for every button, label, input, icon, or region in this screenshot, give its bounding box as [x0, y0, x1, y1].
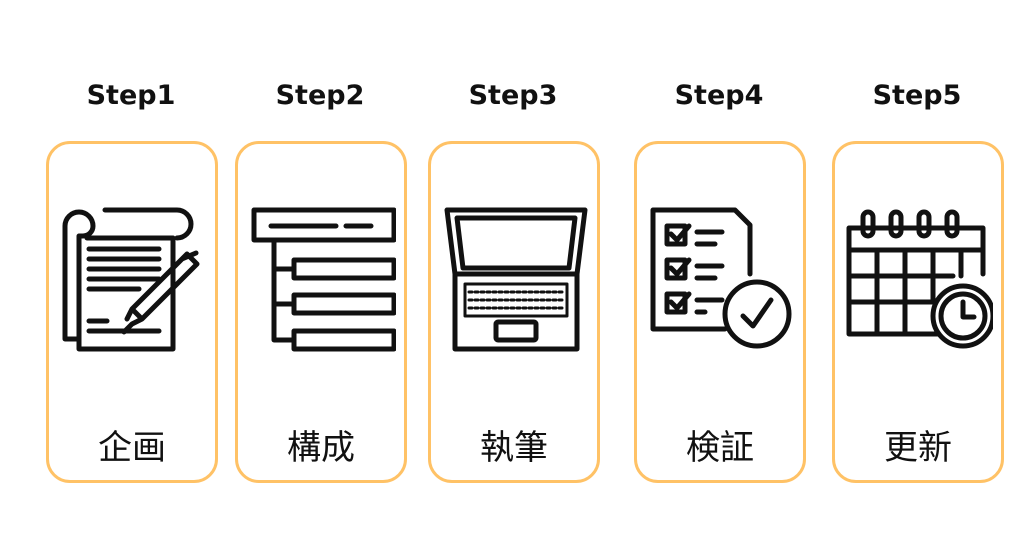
step-1-label: 企画	[98, 428, 166, 468]
checklist-check-icon	[650, 207, 792, 349]
step-3-label: 執筆	[480, 428, 548, 468]
step-4-card: 検証	[634, 141, 806, 483]
step-5-title: Step5	[872, 80, 962, 111]
step-2-label: 構成	[287, 428, 355, 468]
step-1-card: 企画	[46, 141, 218, 483]
laptop-icon	[444, 207, 588, 352]
step-5-label: 更新	[884, 428, 952, 468]
step-4-label: 検証	[686, 428, 754, 468]
outline-tree-icon	[251, 207, 396, 352]
step-5-card: 更新	[832, 141, 1004, 483]
step-3-card: 執筆	[428, 141, 600, 483]
document-pen-icon	[62, 207, 200, 352]
step-2-card: 構成	[235, 141, 407, 483]
step-3-title: Step3	[468, 80, 558, 111]
calendar-clock-icon	[846, 209, 993, 349]
step-2-title: Step2	[275, 80, 365, 111]
step-4-title: Step4	[674, 80, 764, 111]
step-1-title: Step1	[86, 80, 176, 111]
